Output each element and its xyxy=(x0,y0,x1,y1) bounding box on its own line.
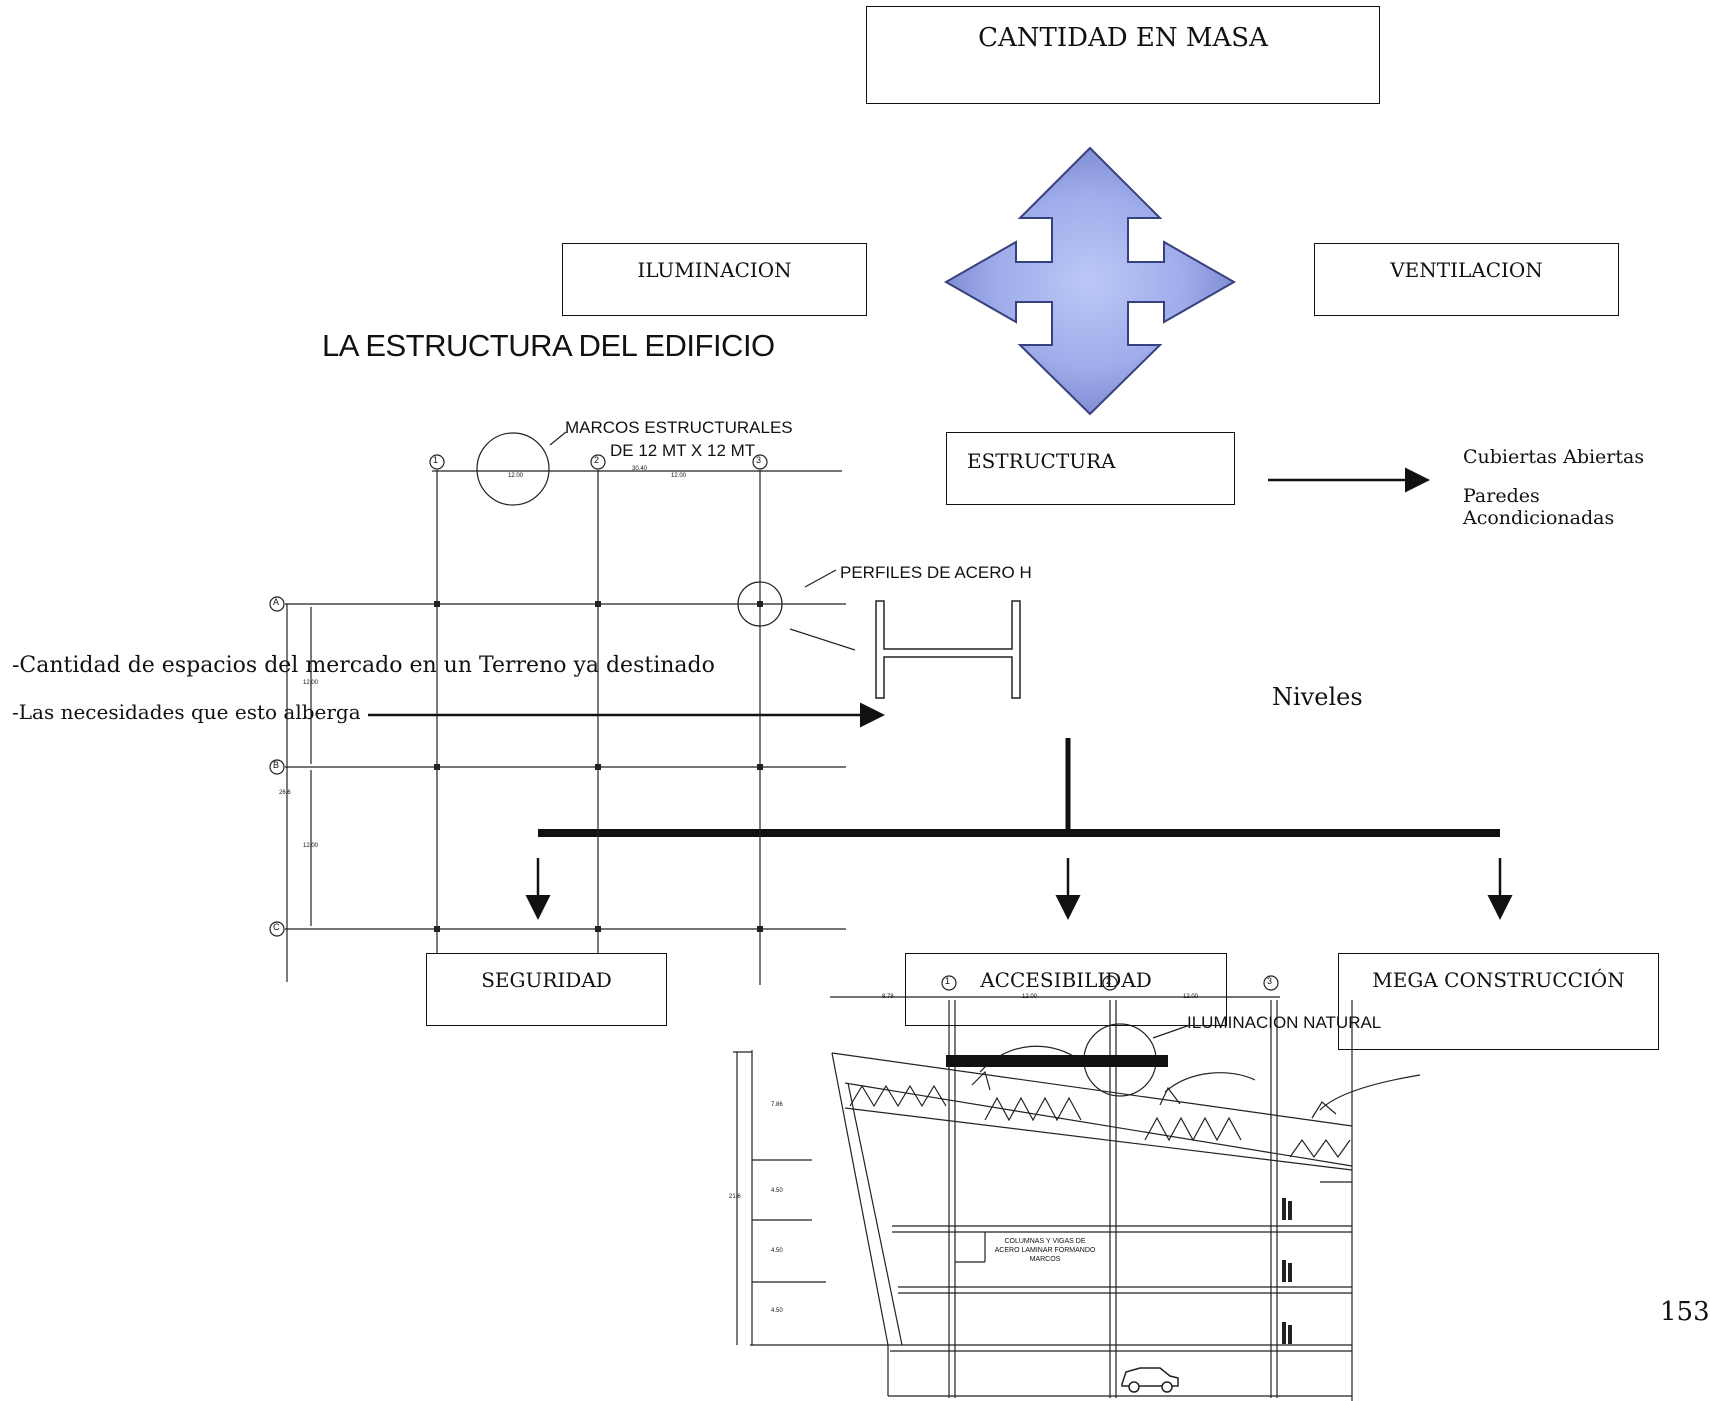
dim-side-3: 12.00 xyxy=(303,843,319,849)
section-axis-2: 2 xyxy=(1106,976,1112,986)
section-dim-side-3: 4.50 xyxy=(771,1248,783,1254)
structural-grid-plan xyxy=(269,431,856,985)
box-ventilacion: VENTILACION xyxy=(1314,243,1619,316)
column-nodes xyxy=(434,601,763,932)
columnas-note-line2: ACERO LAMINAR FORMANDO xyxy=(994,1247,1096,1254)
box-iluminacion-label: ILUMINACION xyxy=(637,258,792,282)
section-dim-side-4: 4.50 xyxy=(771,1308,783,1314)
axis-label-2: 2 xyxy=(594,455,600,465)
box-estructura-label: ESTRUCTURA xyxy=(967,449,1116,473)
marcos-label-line2: DE 12 MT X 12 MT xyxy=(610,441,756,460)
box-ventilacion-label: VENTILACION xyxy=(1390,258,1543,282)
box-iluminacion: ILUMINACION xyxy=(562,243,867,316)
h-profile-icon xyxy=(875,600,1021,699)
axis-label-3: 3 xyxy=(756,455,762,465)
dim-side-2: 26.6 xyxy=(279,790,291,796)
iluminacion-natural-label: ILUMINACION NATURAL xyxy=(1187,1013,1382,1032)
box-seguridad: SEGURIDAD xyxy=(426,953,667,1026)
cantidad-espacios-text: -Cantidad de espacios del mercado en un … xyxy=(12,653,715,678)
axis-label-c: C xyxy=(273,922,280,932)
axis-label-1: 1 xyxy=(433,455,439,465)
section-dim-top-1: 8.78 xyxy=(882,994,894,1000)
section-axis-3: 3 xyxy=(1267,976,1273,986)
dim-side-1: 12.00 xyxy=(303,680,319,686)
section-dim-top-3: 12.00 xyxy=(1183,994,1199,1000)
section-dim-side-total: 21.6 xyxy=(729,1194,741,1200)
niveles-label: Niveles xyxy=(1272,683,1363,711)
box-cantidad-en-masa-label: CANTIDAD EN MASA xyxy=(978,23,1268,53)
columnas-note-line1: COLUMNAS Y VIGAS DE xyxy=(1004,1238,1086,1245)
section-dim-side-2: 4.50 xyxy=(771,1188,783,1194)
box-estructura: ESTRUCTURA xyxy=(946,432,1235,505)
estructura-title: LA ESTRUCTURA DEL EDIFICIO xyxy=(322,328,775,363)
box-accesibilidad: ACCESIBILIDAD xyxy=(905,953,1227,1026)
people-icon xyxy=(1282,1198,1292,1344)
dim-top-3: 12.00 xyxy=(671,473,687,479)
box-mega-construccion-label: MEGA CONSTRUCCIÓN xyxy=(1372,968,1625,992)
section-axis-1: 1 xyxy=(945,976,951,986)
cubiertas-label: Cubiertas Abiertas xyxy=(1463,446,1645,468)
car-icon xyxy=(1121,1367,1179,1393)
page-number: 153 xyxy=(1660,1297,1710,1327)
axis-label-a: A xyxy=(273,597,280,607)
skylight xyxy=(946,1055,1168,1067)
paredes-label: Paredes Acondicionadas xyxy=(1463,485,1615,529)
box-mega-construccion: MEGA CONSTRUCCIÓN xyxy=(1338,953,1659,1050)
perfiles-label: PERFILES DE ACERO H xyxy=(840,563,1032,582)
box-seguridad-label: SEGURIDAD xyxy=(481,968,612,992)
box-accesibilidad-label: ACCESIBILIDAD xyxy=(980,968,1152,992)
necesidades-text: -Las necesidades que esto alberga xyxy=(12,700,361,724)
marcos-label-line1: MARCOS ESTRUCTURALES xyxy=(565,418,793,437)
columnas-note: COLUMNAS Y VIGAS DE ACERO LAMINAR FORMAN… xyxy=(985,1237,1105,1264)
niveles-tree xyxy=(525,738,1513,920)
dim-top-2: 30.40 xyxy=(632,466,648,472)
building-section xyxy=(733,975,1421,1401)
axis-label-b: B xyxy=(273,760,280,770)
section-dim-side-1: 7.86 xyxy=(771,1102,783,1108)
four-way-arrow-icon xyxy=(943,146,1237,416)
dim-top-1: 12.00 xyxy=(508,473,524,479)
box-cantidad-en-masa: CANTIDAD EN MASA xyxy=(866,6,1380,104)
section-dim-top-2: 12.00 xyxy=(1022,994,1038,1000)
columnas-note-line3: MARCOS xyxy=(1029,1256,1061,1263)
